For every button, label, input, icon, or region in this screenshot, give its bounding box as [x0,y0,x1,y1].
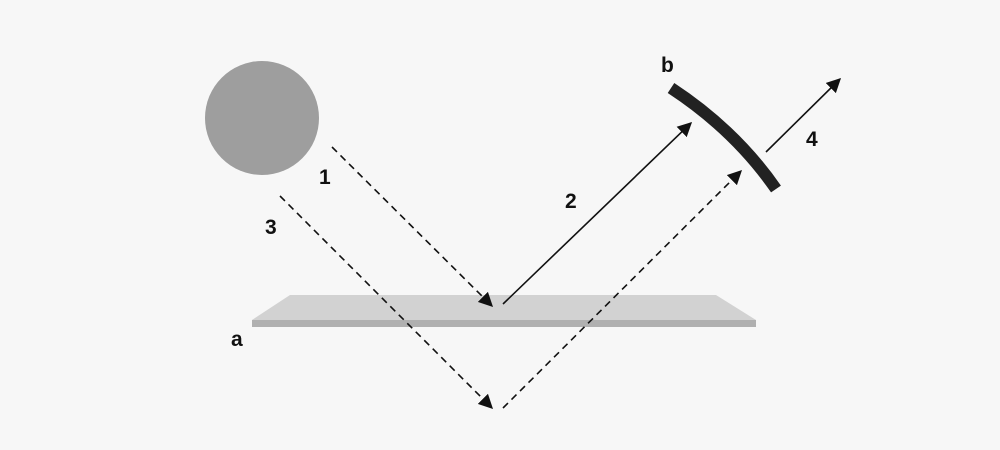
label-1: 1 [319,166,331,189]
label-4: 4 [806,128,818,151]
ray-4 [765,77,842,153]
label-b: b [661,54,674,77]
ray-3-in [279,195,494,410]
ray-1 [331,146,494,308]
plate-edge [252,320,756,327]
plate-top [252,295,756,320]
label-3: 3 [265,216,277,239]
ray-2 [502,122,693,305]
mirror [667,82,781,193]
sphere [205,61,319,175]
label-2: 2 [565,190,577,213]
ray-3-out [502,169,743,409]
label-a: a [231,328,243,351]
